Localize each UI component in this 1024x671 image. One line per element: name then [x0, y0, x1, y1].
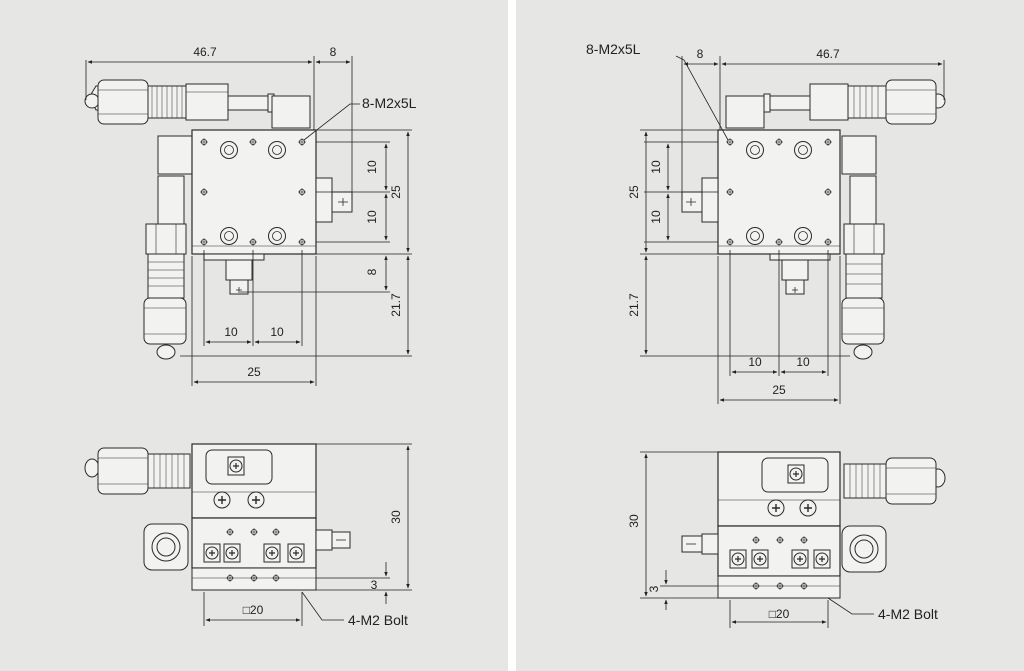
left-side-height: 30 [389, 510, 403, 524]
right-overall-width: 46.7 [816, 47, 840, 61]
left-top-dimensions [85, 56, 412, 386]
right-side-dimensions [640, 451, 874, 628]
left-screw-offset: 8 [330, 45, 337, 59]
right-pitch-y-upper: 10 [649, 160, 663, 174]
right-side-height: 30 [627, 514, 641, 528]
right-top-labels: 8-M2x5L 8 46.7 10 10 25 21.7 10 10 25 [586, 41, 840, 397]
right-table-width: 25 [772, 383, 786, 397]
left-pitch-x-left: 10 [224, 325, 238, 339]
right-bolt-callout: 4-M2 Bolt [878, 606, 938, 622]
left-top-labels: 46.7 8 8-M2x5L 10 10 25 8 21.7 10 10 25 [193, 45, 416, 379]
right-table-height: 25 [627, 185, 641, 199]
right-pitch-x-right: 10 [796, 355, 810, 369]
right-screw-offset: 8 [697, 47, 704, 61]
left-overall-width: 46.7 [193, 45, 217, 59]
right-tap-callout: 8-M2x5L [586, 41, 641, 57]
left-pitch-y-lower: 10 [365, 210, 379, 224]
left-square-size: □20 [243, 603, 264, 617]
left-side-view [84, 443, 351, 591]
left-table-width: 25 [247, 365, 261, 379]
left-bolt-callout: 4-M2 Bolt [348, 612, 408, 628]
left-actuator-offset: 8 [365, 268, 379, 275]
left-tap-callout: 8-M2x5L [362, 95, 417, 111]
left-top-view [84, 79, 353, 360]
right-side-view [681, 451, 946, 599]
left-side-dimensions [203, 443, 412, 626]
right-top-view [681, 79, 946, 360]
right-actuator-length: 21.7 [627, 293, 641, 317]
left-table-height: 25 [389, 185, 403, 199]
left-pitch-y-upper: 10 [365, 160, 379, 174]
right-square-size: □20 [769, 607, 790, 621]
right-top-dimensions [640, 55, 945, 404]
right-base-thickness: 3 [647, 585, 661, 592]
left-actuator-length: 21.7 [389, 293, 403, 317]
left-pitch-x-right: 10 [270, 325, 284, 339]
right-pitch-x-left: 10 [748, 355, 762, 369]
right-side-labels: 30 3 □20 4-M2 Bolt [627, 514, 938, 622]
right-pitch-y-lower: 10 [649, 210, 663, 224]
left-side-labels: 30 3 □20 4-M2 Bolt [243, 510, 408, 628]
left-base-thickness: 3 [371, 578, 378, 592]
